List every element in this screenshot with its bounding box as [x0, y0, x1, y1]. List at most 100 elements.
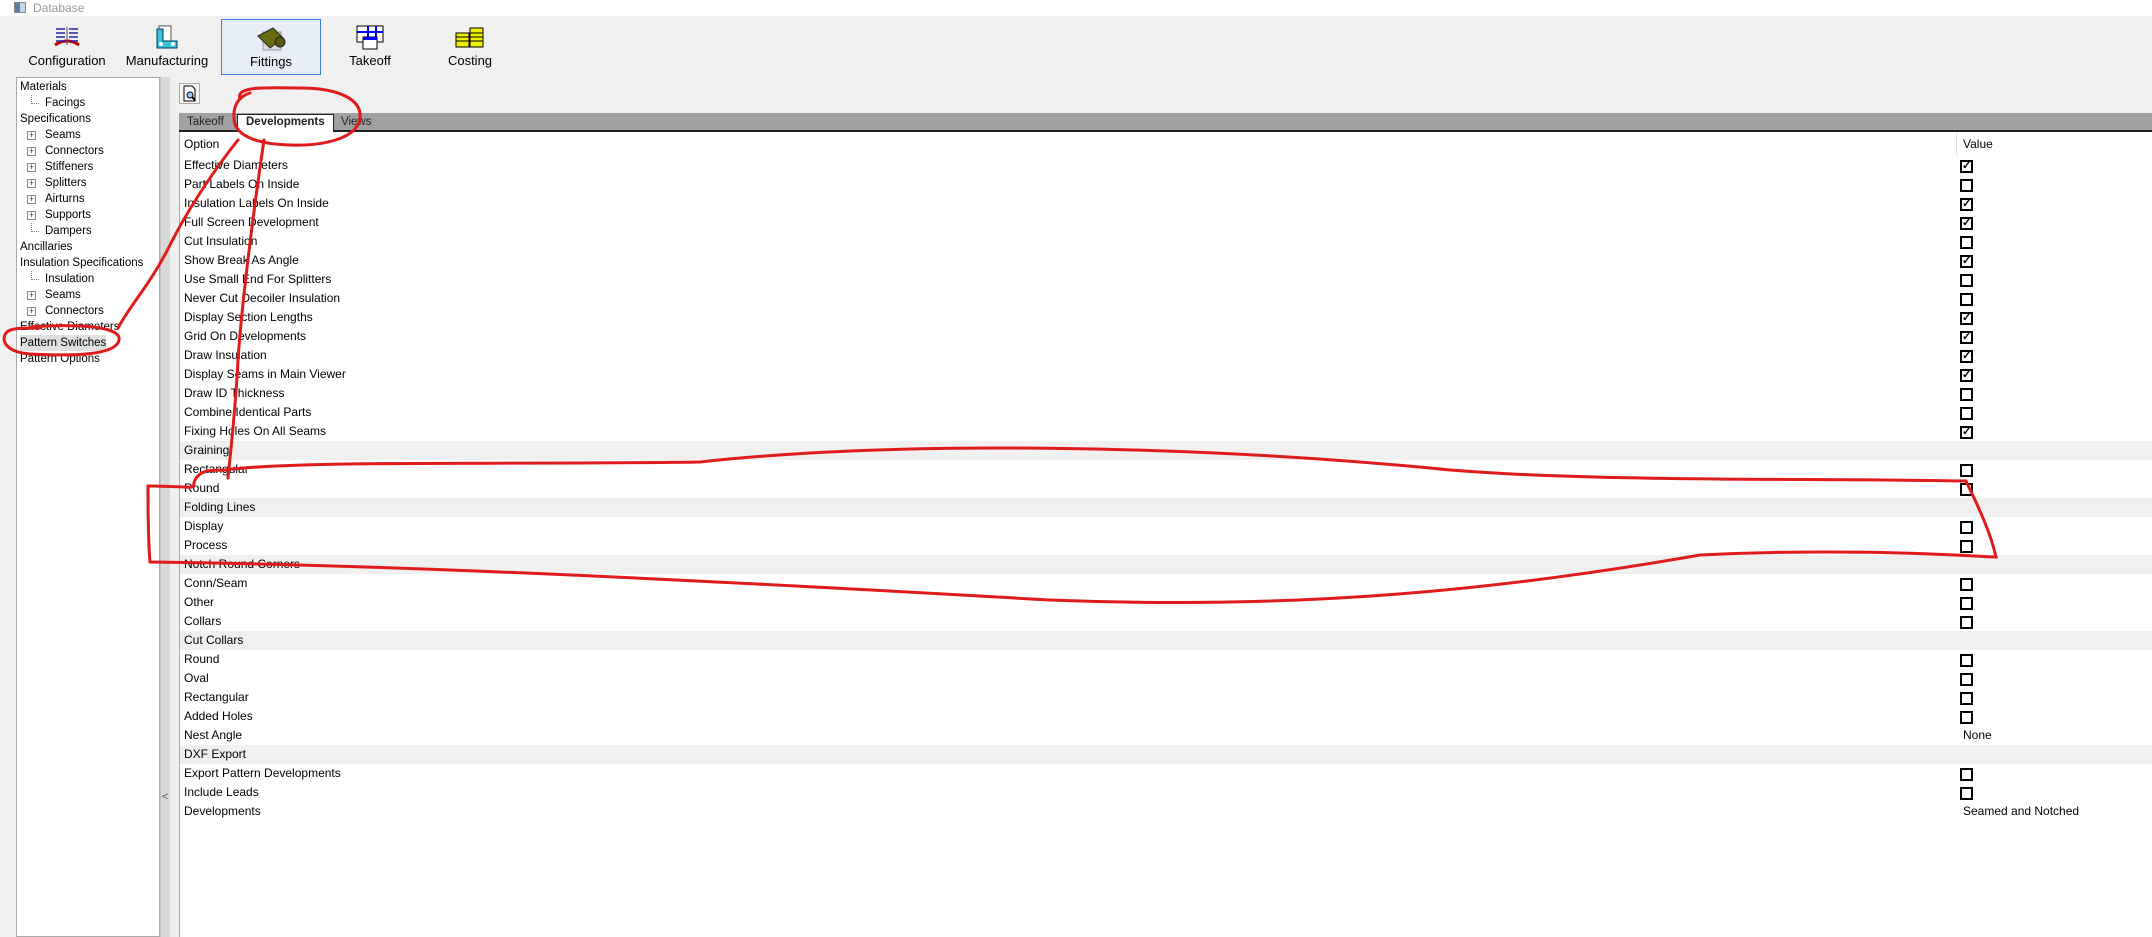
toolbar-button-configuration[interactable]: Configuration	[17, 19, 117, 75]
group-row[interactable]: DXF Export	[180, 745, 2152, 764]
value-column-header[interactable]: Value	[1956, 133, 1993, 155]
tree-item-stiffeners[interactable]: +Stiffeners	[17, 159, 93, 175]
option-row[interactable]: Process	[180, 536, 2152, 555]
tree-item-materials[interactable]: Materials	[20, 79, 67, 95]
tree-item-insulation[interactable]: Insulation	[17, 271, 94, 287]
option-row[interactable]: Combine Identical Parts	[180, 403, 2152, 422]
value-checkbox[interactable]: ✓	[1960, 426, 1973, 439]
tab-views[interactable]: Views	[341, 116, 372, 128]
option-row[interactable]: Insulation Labels On Inside✓	[180, 194, 2152, 213]
value-checkbox[interactable]	[1960, 464, 1973, 477]
expand-icon[interactable]: +	[27, 194, 36, 204]
value-checkbox[interactable]	[1960, 521, 1973, 534]
option-row[interactable]: Conn/Seam	[180, 574, 2152, 593]
tree-item-splitters[interactable]: +Splitters	[17, 175, 87, 191]
option-row[interactable]: Never Cut Decoiler Insulation	[180, 289, 2152, 308]
option-row[interactable]: Part Labels On Inside	[180, 175, 2152, 194]
value-checkbox[interactable]: ✓	[1960, 369, 1973, 382]
value-checkbox[interactable]	[1960, 236, 1973, 249]
tree-item-facings[interactable]: Facings	[17, 95, 85, 111]
tree-item-airturns[interactable]: +Airturns	[17, 191, 85, 207]
option-row[interactable]: Added Holes	[180, 707, 2152, 726]
option-row[interactable]: Use Small End For Splitters	[180, 270, 2152, 289]
option-row[interactable]: Fixing Holes On All Seams✓	[180, 422, 2152, 441]
value-checkbox[interactable]	[1960, 179, 1973, 192]
tree-item-connectors[interactable]: +Connectors	[17, 143, 104, 159]
tree-item-insulation-specifications[interactable]: Insulation Specifications	[20, 255, 143, 271]
tree-item-effective-diameters[interactable]: Effective Diameters	[20, 319, 120, 335]
option-row[interactable]: Effective Diameters✓	[180, 156, 2152, 175]
option-row[interactable]: Round	[180, 479, 2152, 498]
option-row[interactable]: Rectangular	[180, 460, 2152, 479]
option-row[interactable]: Other	[180, 593, 2152, 612]
option-row[interactable]: Cut Insulation	[180, 232, 2152, 251]
tree-item-seams[interactable]: +Seams	[17, 287, 81, 303]
value-checkbox[interactable]: ✓	[1960, 160, 1973, 173]
group-row[interactable]: Graining	[180, 441, 2152, 460]
option-column-header[interactable]: Option	[184, 137, 220, 151]
value-checkbox[interactable]	[1960, 654, 1973, 667]
expand-icon[interactable]: +	[27, 210, 36, 220]
value-checkbox[interactable]: ✓	[1960, 255, 1973, 268]
panel-splitter[interactable]: <	[160, 77, 170, 937]
option-row[interactable]: Full Screen Development✓	[180, 213, 2152, 232]
value-checkbox[interactable]: ✓	[1960, 217, 1973, 230]
value-dropdown[interactable]: None	[1963, 728, 1992, 742]
value-checkbox[interactable]	[1960, 407, 1973, 420]
value-checkbox[interactable]	[1960, 483, 1973, 496]
tab-developments[interactable]: Developments	[237, 114, 334, 133]
tree-item-seams[interactable]: +Seams	[17, 127, 81, 143]
option-row[interactable]: Display Section Lengths✓	[180, 308, 2152, 327]
value-checkbox[interactable]: ✓	[1960, 331, 1973, 344]
option-row[interactable]: Draw Insulation✓	[180, 346, 2152, 365]
group-row[interactable]: Cut Collars	[180, 631, 2152, 650]
toolbar-button-fittings[interactable]: Fittings	[221, 19, 321, 75]
value-checkbox[interactable]	[1960, 597, 1973, 610]
expand-icon[interactable]: +	[27, 178, 36, 188]
tree-item-supports[interactable]: +Supports	[17, 207, 91, 223]
option-row[interactable]: Oval	[180, 669, 2152, 688]
option-row[interactable]: Grid On Developments✓	[180, 327, 2152, 346]
expand-icon[interactable]: +	[27, 130, 36, 140]
value-checkbox[interactable]	[1960, 692, 1973, 705]
expand-icon[interactable]: +	[27, 290, 36, 300]
value-checkbox[interactable]	[1960, 293, 1973, 306]
option-row[interactable]: Include Leads	[180, 783, 2152, 802]
expand-icon[interactable]: +	[27, 162, 36, 172]
value-checkbox[interactable]: ✓	[1960, 350, 1973, 363]
value-checkbox[interactable]	[1960, 274, 1973, 287]
toolbar-button-manufacturing[interactable]: Manufacturing	[117, 19, 217, 75]
value-checkbox[interactable]	[1960, 616, 1973, 629]
group-row[interactable]: Notch Round Corners	[180, 555, 2152, 574]
value-checkbox[interactable]	[1960, 787, 1973, 800]
option-row[interactable]: Display Seams in Main Viewer✓	[180, 365, 2152, 384]
tree-item-pattern-options[interactable]: Pattern Options	[20, 351, 100, 367]
option-row[interactable]: Collars	[180, 612, 2152, 631]
option-row[interactable]: Display	[180, 517, 2152, 536]
tab-takeoff[interactable]: Takeoff	[187, 116, 224, 128]
value-checkbox[interactable]	[1960, 540, 1973, 553]
value-checkbox[interactable]	[1960, 711, 1973, 724]
option-row[interactable]: Rectangular	[180, 688, 2152, 707]
expand-icon[interactable]: +	[27, 306, 36, 316]
tree-item-ancillaries[interactable]: Ancillaries	[20, 239, 72, 255]
value-checkbox[interactable]: ✓	[1960, 312, 1973, 325]
value-dropdown[interactable]: Seamed and Notched	[1963, 804, 2080, 818]
value-checkbox[interactable]	[1960, 768, 1973, 781]
value-checkbox[interactable]	[1960, 578, 1973, 591]
tree-item-pattern-switches[interactable]: Pattern Switches	[20, 335, 107, 351]
toolbar-button-takeoff[interactable]: Takeoff	[320, 19, 420, 75]
option-row[interactable]: Export Pattern Developments	[180, 764, 2152, 783]
expand-icon[interactable]: +	[27, 146, 36, 156]
value-checkbox[interactable]: ✓	[1960, 198, 1973, 211]
value-checkbox[interactable]	[1960, 388, 1973, 401]
value-checkbox[interactable]	[1960, 673, 1973, 686]
collapse-button[interactable]: <	[162, 791, 169, 803]
tree-item-specifications[interactable]: Specifications	[20, 111, 91, 127]
option-row[interactable]: Draw ID Thickness	[180, 384, 2152, 403]
group-row[interactable]: Folding Lines	[180, 498, 2152, 517]
option-row[interactable]: Show Break As Angle✓	[180, 251, 2152, 270]
